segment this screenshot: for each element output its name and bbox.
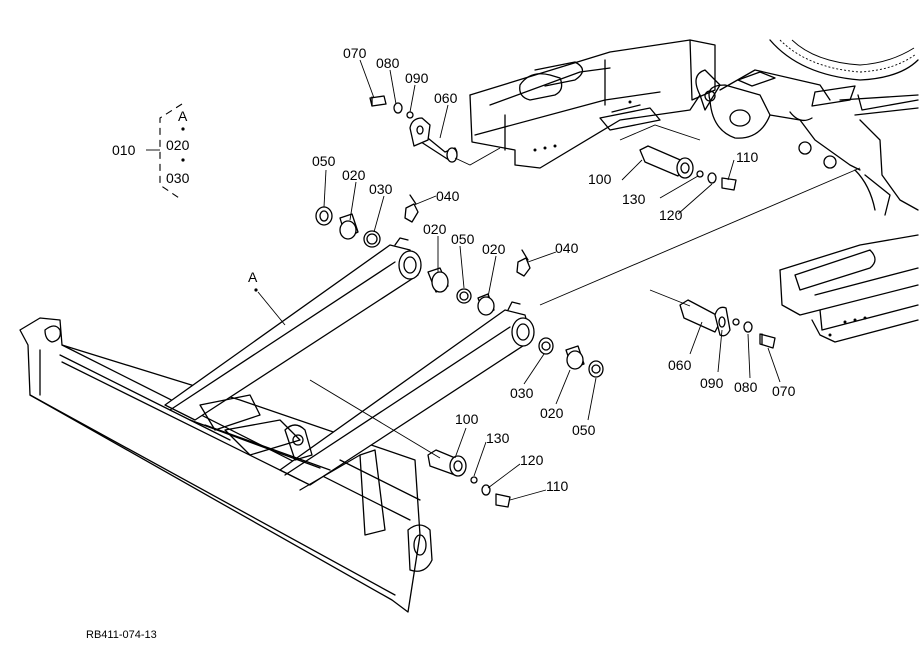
pin-assembly-right xyxy=(679,299,776,349)
leader-lines xyxy=(323,59,781,501)
legend-group-label: 010 xyxy=(112,142,136,158)
callout-ring-left: 030 xyxy=(369,181,393,197)
callout-ring-lower: 030 xyxy=(510,385,534,401)
legend-marker: A xyxy=(178,108,188,124)
callout-seal-left: 050 xyxy=(312,153,336,169)
callout-washer-top: 080 xyxy=(376,55,400,71)
callout-pin-lower: 100 xyxy=(455,411,479,427)
callout-seal-lower: 050 xyxy=(572,422,596,438)
bushings-middle xyxy=(427,249,531,316)
callout-bolt-lower: 110 xyxy=(546,478,569,494)
callout-pin-main-right: 060 xyxy=(668,357,692,373)
callout-pin-upper: 100 xyxy=(588,171,612,187)
callout-bolt-right: 070 xyxy=(772,383,796,399)
callout-grease-left: 040 xyxy=(436,188,460,204)
bushings-lower xyxy=(538,337,604,378)
callout-seal-mid: 050 xyxy=(451,231,475,247)
reference-code: RB411-074-13 xyxy=(86,629,157,641)
callout-pin-top: 070 xyxy=(343,45,367,61)
callout-washer-right: 080 xyxy=(734,379,758,395)
callout-bush-mid-b: 020 xyxy=(482,241,506,257)
callout-ring-top: 090 xyxy=(405,70,429,86)
callout-bush-mid-a: 020 xyxy=(423,221,447,237)
callout-pin-main-top: 060 xyxy=(434,90,458,106)
callout-ring-right: 090 xyxy=(700,375,724,391)
blade-push-frame xyxy=(164,237,535,536)
pin-assembly-upper xyxy=(639,145,737,191)
track-frame-upper xyxy=(469,39,919,216)
callout-washer-upper: 120 xyxy=(659,207,683,223)
legend-item-2: 030 xyxy=(166,170,190,186)
assembly-marker: A xyxy=(248,269,258,285)
dozer-blade xyxy=(19,317,433,613)
legend-item-1: 020 xyxy=(166,137,190,153)
callout-oring-lower: 130 xyxy=(486,430,510,446)
center-lines xyxy=(309,124,861,459)
callout-washer-lower: 120 xyxy=(520,452,544,468)
callout-grease-right: 040 xyxy=(555,240,579,256)
pin-assembly-lower xyxy=(427,449,511,508)
bushings-left xyxy=(315,194,419,248)
callout-bush-lower: 020 xyxy=(540,405,564,421)
legend-bracket xyxy=(146,103,185,201)
callout-bolt-upper: 110 xyxy=(736,149,759,165)
callout-bush-left: 020 xyxy=(342,167,366,183)
track-frame-lower xyxy=(779,234,919,343)
callout-oring-upper: 130 xyxy=(622,191,646,207)
